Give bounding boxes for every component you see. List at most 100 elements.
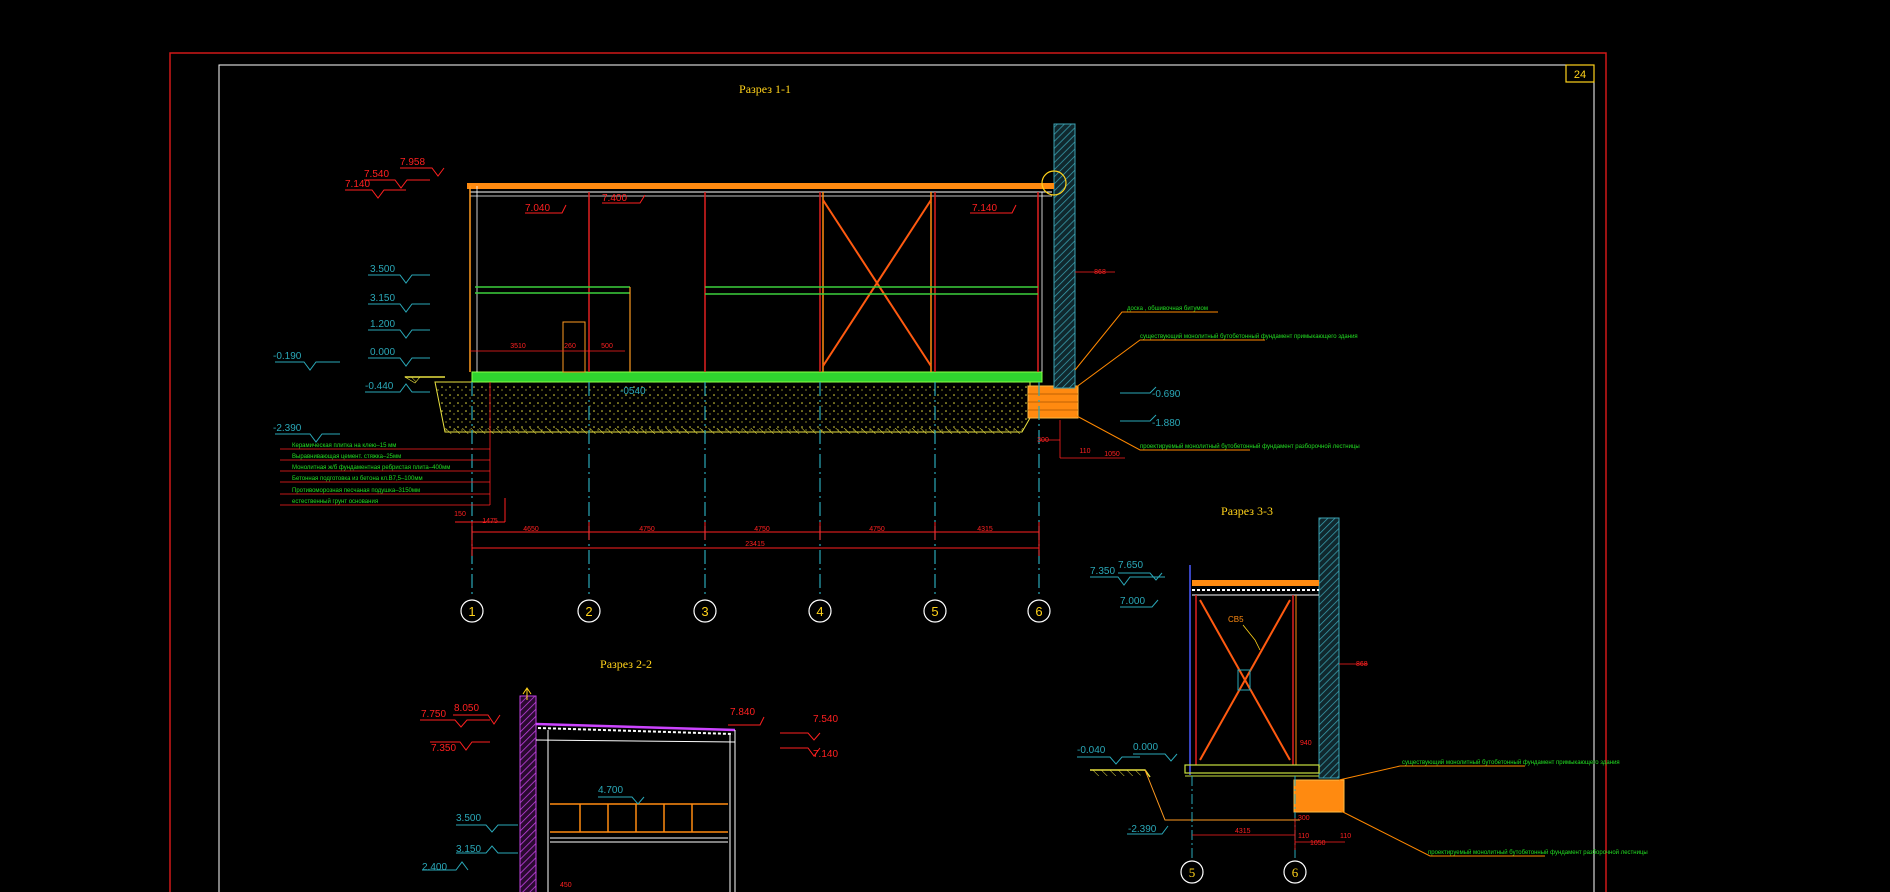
brace-label: СВ5: [1228, 615, 1244, 624]
level-7400: 7.400: [602, 193, 627, 204]
level-minus-1880: -1.880: [1152, 418, 1181, 429]
sheet-number-box: [1565, 64, 1595, 83]
axis-label-4: 4: [816, 604, 823, 619]
axis-label-3: 3: [701, 604, 708, 619]
level-3-7000: 7.000: [1120, 596, 1145, 607]
dim-3-940: 940: [1300, 740, 1312, 747]
ground-hatch: [440, 428, 1025, 434]
wall-3-3: [1318, 517, 1340, 779]
span-4: 4750: [869, 526, 885, 533]
layer-4: Бетонная подготовка из бетона кл.В7,5–10…: [292, 476, 423, 482]
level-3-0000: 0.000: [1133, 742, 1158, 753]
note-board: доска , обшивочная битумом: [1127, 306, 1208, 312]
roof-node-circle: [1041, 170, 1067, 196]
note-3-new: проектируемый монолитный бутобетонный фу…: [1428, 849, 1648, 856]
level-3500: 3.500: [370, 264, 395, 275]
layer-2: Выравнивающая цемент. стяжка–25мм: [292, 454, 401, 460]
dim-1475: 1475: [482, 518, 498, 525]
frame-columns: [469, 186, 1043, 372]
axis-label-2: 2: [585, 604, 592, 619]
dim-3-110a: 110: [1298, 833, 1309, 840]
dim-3-4315: 4315: [1235, 828, 1251, 835]
foundation-slab: [471, 371, 1043, 383]
dim-3510: 3510: [510, 343, 526, 350]
level-2-3500: 3.500: [456, 813, 481, 824]
level-minus-0690: -0.690: [1152, 389, 1181, 400]
axis-3-label-5: 5: [1189, 865, 1196, 880]
span-5: 4315: [977, 526, 993, 533]
level-minus-0190: -0.190: [273, 351, 302, 362]
cross-bracing: [822, 199, 932, 367]
axis-label-6: 6: [1035, 604, 1042, 619]
note-new-foundation: проектируемый монолитный бутобетонный фу…: [1140, 443, 1360, 450]
axis-label-1: 1: [468, 604, 475, 619]
layer-legend: [280, 382, 491, 506]
level-3-7650: 7.650: [1118, 560, 1143, 571]
level-3150: 3.150: [370, 293, 395, 304]
span-3: 4750: [754, 526, 770, 533]
dim-300: 300: [1037, 437, 1049, 444]
axis-3-label-6: 6: [1292, 865, 1299, 880]
cross-bracing-3: [1199, 599, 1291, 761]
level-2-7350: 7.350: [431, 743, 456, 754]
level-2-7540: 7.540: [813, 714, 838, 725]
layer-1: Керамическая плитка на клею–15 мм: [292, 443, 396, 449]
foundation-3: [1293, 779, 1345, 813]
section-2-2: Разрез 2-2 7.750 8.0: [420, 657, 838, 892]
note-existing-foundation: существующий монолитный бутобетонный фун…: [1140, 333, 1358, 340]
level-2-2400: 2.400: [422, 862, 447, 873]
level-2-8050: 8.050: [454, 703, 479, 714]
note-3-existing: существующий монолитный бутобетонный фун…: [1402, 759, 1620, 766]
section-1-1: Разрез 1-1: [273, 82, 1360, 623]
level-3-7350: 7.350: [1090, 566, 1115, 577]
level-0000: 0.000: [370, 347, 395, 358]
level-2-4700: 4.700: [598, 785, 623, 796]
level-3-minus-0040: -0.040: [1077, 745, 1106, 756]
wall-2-2: [519, 695, 537, 892]
dim-3-110b: 110: [1340, 833, 1351, 840]
axis-label-5: 5: [931, 604, 938, 619]
dim-110: 110: [1079, 448, 1090, 455]
mid-level-beams: [475, 286, 1038, 295]
level-1200: 1.200: [370, 319, 395, 330]
level-2-3150: 3.150: [456, 844, 481, 855]
section-1-title: Разрез 1-1: [739, 82, 791, 96]
dim-1050: 1050: [1104, 451, 1120, 458]
level-markers-red: [345, 167, 1017, 214]
inner-frame: [218, 64, 1595, 892]
span-2: 4750: [639, 526, 655, 533]
dim-3-300: 300: [1298, 815, 1310, 822]
level-2-7750: 7.750: [421, 709, 446, 720]
level-minus-2390: -2.390: [273, 423, 302, 434]
section-3-3: Разрез 3-3 СВ5 5 6: [1077, 504, 1648, 884]
dim-3-1050: 1050: [1310, 840, 1326, 847]
dim-3-868: 868: [1356, 661, 1368, 668]
soil-fill: [434, 381, 1031, 433]
dim-260: 260: [564, 343, 576, 350]
level-7140-right: 7.140: [972, 203, 997, 214]
level-minus-0440: -0.440: [365, 381, 394, 392]
level-3-minus-2390: -2.390: [1128, 824, 1157, 835]
dim-150: 150: [454, 511, 466, 518]
level-7040: 7.040: [525, 203, 550, 214]
total-span: 23415: [745, 541, 765, 548]
outer-frame: [169, 52, 1607, 892]
dim-868: 868: [1094, 269, 1106, 276]
level-soil: -0540: [620, 386, 646, 397]
dim-500: 500: [601, 343, 613, 350]
section-3-title: Разрез 3-3: [1221, 504, 1273, 518]
span-1: 4650: [523, 526, 539, 533]
level-2-7140: 7.140: [813, 749, 838, 760]
layer-3: Монолитная ж/б фундаментная ребристая пл…: [292, 465, 450, 471]
sheet-number: 24: [1574, 69, 1586, 81]
level-markers-cyan: [275, 274, 1157, 443]
balustrade: [550, 803, 728, 833]
roof-beam: [467, 183, 1054, 189]
level-2-7840: 7.840: [730, 707, 755, 718]
level-7540: 7.540: [364, 169, 389, 180]
dim-2-450: 450: [560, 882, 572, 889]
level-7958: 7.958: [400, 157, 425, 168]
section-2-title: Разрез 2-2: [600, 657, 652, 671]
layer-6: естественный грунт основания: [292, 498, 378, 505]
